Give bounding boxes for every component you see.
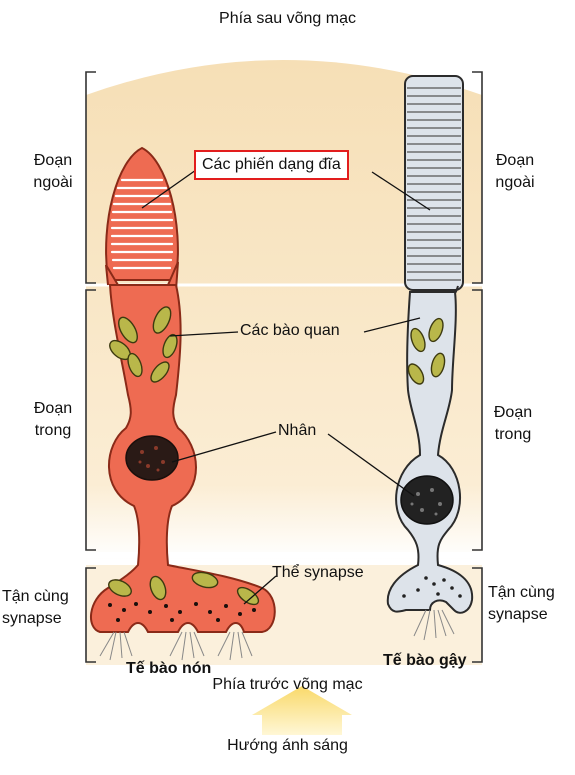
light-direction-label: Hướng ánh sáng [227,737,348,754]
bracket-left [85,71,96,663]
nucleus-label: Nhân [278,422,317,439]
cone-cell-label: Tế bào nón [126,660,212,677]
synaptic-body-label: Thể synapse [272,564,364,581]
discs-label: Các phiến dạng đĩa [194,150,349,180]
terminal-left-line2: synapse [2,610,62,627]
terminal-left-line1: Tận cùng [2,588,69,605]
cone-nucleus [125,435,179,481]
inner-right-line2: trong [494,426,532,443]
light-arrow-icon [252,686,352,735]
synaptic-terminal-right-label: Tận cùng synapse [488,582,555,626]
synaptic-terminal-left-label: Tận cùng synapse [2,586,69,630]
organelles-label: Các bào quan [240,322,340,339]
terminal-right-line1: Tận cùng [488,584,555,601]
terminal-right-line2: synapse [488,606,548,623]
outer-segment-left-label: Đoạn ngoài [20,150,86,194]
retina-back-label: Phía sau võng mạc [219,10,356,27]
outer-left-line2: ngoài [33,174,73,191]
rod-outer-segment [404,75,464,291]
outer-left-line1: Đoạn [33,152,73,169]
rod-mitochondria [407,317,446,385]
outer-segment-right-label: Đoạn ngoài [482,150,548,194]
bracket-right [472,71,483,663]
retina-front-label: Phía trước võng mạc [212,676,363,693]
cone-mitochondria [108,306,260,606]
inner-left-line2: trong [34,422,72,439]
inner-segment-left-label: Đoạn trong [20,398,86,442]
outer-right-line1: Đoạn [495,152,535,169]
outer-right-line2: ngoài [495,174,535,191]
rod-cell-label: Tế bào gậy [383,652,467,669]
rod-nucleus [400,475,454,525]
inner-left-line1: Đoạn [33,400,73,417]
inner-right-line1: Đoạn [493,404,533,421]
inner-segment-right-label: Đoạn trong [480,402,546,446]
leader-lines [141,169,431,605]
